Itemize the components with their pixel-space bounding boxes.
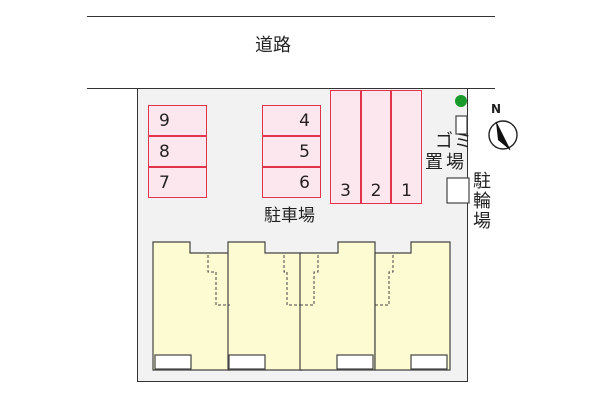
entrance-4 [410,354,448,370]
entrance-1 [154,354,192,370]
parking-label: 駐車場 [264,206,315,226]
garbage-label-2: ミ [454,131,472,152]
parking-stall-2: 2 [361,90,391,204]
parking-stall-7: 7 [148,167,207,198]
parking-stall-9: 9 [148,105,207,136]
garbage-label-1: ゴ [435,131,453,152]
parking-stall-5: 5 [262,136,321,167]
road-label: 道路 [255,35,291,56]
building-unit-1 [152,241,231,371]
building-unit-4 [374,241,451,371]
bicycle-label-1: 駐 [473,171,491,192]
building-unit-2 [227,241,303,371]
compass-north-letter: N [491,102,502,116]
bicycle-label-3: 場 [473,211,491,232]
parking-stall-8: 8 [148,136,207,167]
parking-stall-3: 3 [330,90,361,204]
compass-icon [488,120,518,151]
parking-stall-4: 4 [262,105,321,136]
garbage-box [455,115,468,135]
entrance-3 [336,354,374,370]
parking-stall-1: 1 [391,90,422,204]
parking-stall-6: 6 [262,167,321,198]
tree-icon [455,95,467,107]
bicycle-parking-box [446,177,470,204]
building-unit-3 [299,241,376,371]
garbage-label-4: 場 [446,152,464,173]
garbage-label-3: 置 [425,152,443,173]
bicycle-label-2: 輪 [473,191,491,212]
entrance-2 [228,354,266,370]
road-edge-top [87,16,495,17]
